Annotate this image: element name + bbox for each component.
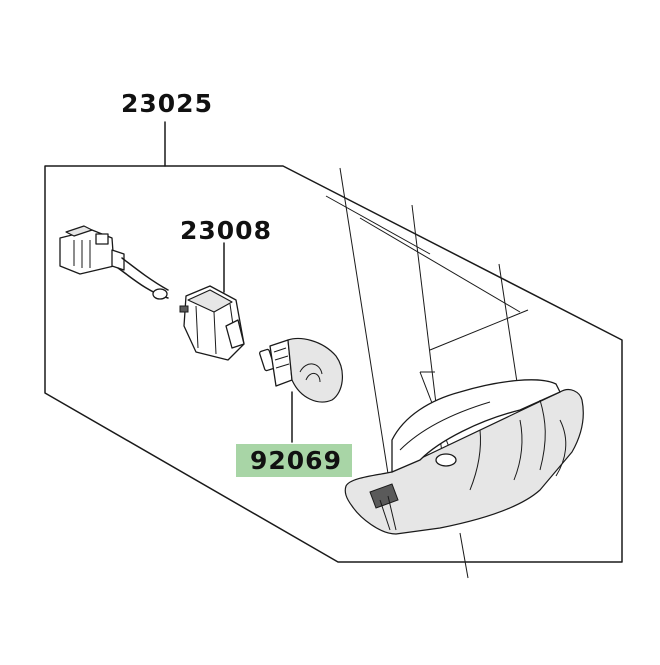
bulb-socket-23008 — [179, 285, 245, 361]
connector-plug — [59, 225, 125, 275]
callout-23008: 23008 — [180, 216, 272, 245]
bulb-92069 — [259, 337, 343, 403]
turn-signal-lens — [344, 379, 584, 535]
wire-harness — [117, 257, 169, 300]
callout-92069: 92069 — [236, 444, 352, 477]
assembly-outline — [44, 165, 623, 563]
callout-23025: 23025 — [121, 89, 213, 118]
